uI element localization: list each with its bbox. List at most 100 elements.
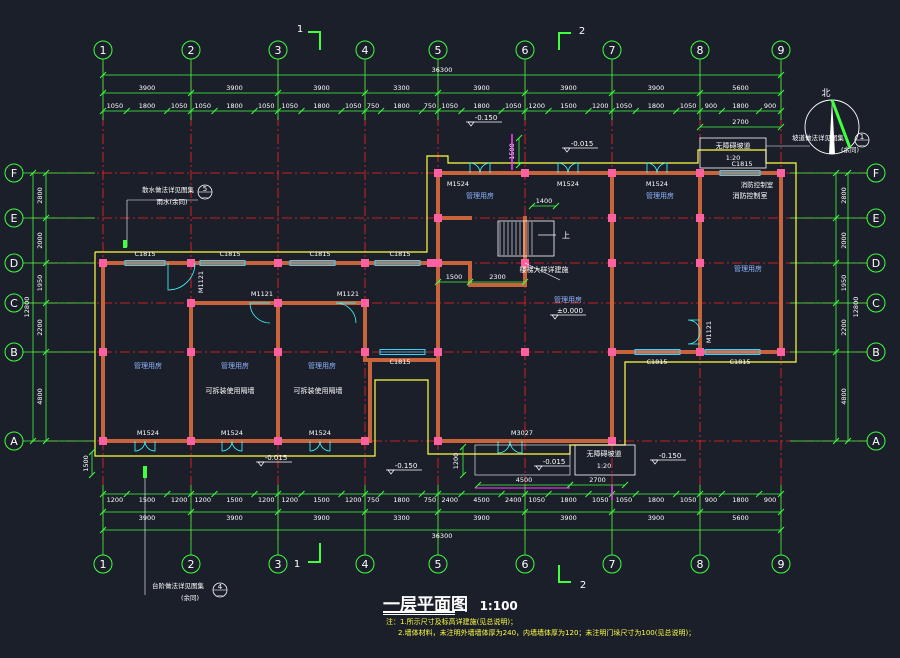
section-top-1 bbox=[308, 31, 321, 50]
dim-bottom-mid-tick-5 bbox=[521, 508, 529, 516]
ramp-bottom-label: 无障碍坡道 bbox=[587, 449, 622, 458]
dim-bottom-mid-tick-2 bbox=[274, 508, 282, 516]
level-5-text: -0.015 bbox=[543, 458, 566, 466]
ramp-top-label: 无障碍坡道 bbox=[716, 141, 751, 150]
dim-inner-2700b-tick-1 bbox=[621, 481, 629, 489]
callout-right-text: 坡道做法详见图集 bbox=[792, 133, 845, 142]
dim-top-mid-text-1: 3900 bbox=[226, 84, 243, 92]
dim-bottom-mid-text-3: 3300 bbox=[393, 514, 410, 522]
door-5-leaf-r bbox=[319, 440, 331, 452]
dim-left-mid-tick-3 bbox=[42, 299, 50, 307]
callout-right-sheet: — bbox=[859, 142, 865, 149]
axis-label-left-B: B bbox=[10, 346, 18, 359]
dim-bottom-small-text-1: 1500 bbox=[139, 496, 156, 504]
door-single-2 bbox=[249, 302, 271, 324]
dim-bottom-small-text-3: 1200 bbox=[194, 496, 211, 504]
dim-top-mid-tick-4 bbox=[434, 89, 442, 97]
door-label-6: M3027 bbox=[511, 429, 533, 437]
column-2 bbox=[274, 259, 282, 267]
dim-top-total-tick-0 bbox=[99, 71, 107, 79]
dim-inner-2700b-text-0: 2700 bbox=[589, 476, 606, 484]
dim-bottom-small-text-18: 1050 bbox=[616, 496, 633, 504]
dim-bottom-small-text-6: 1200 bbox=[281, 496, 298, 504]
door-2-leaf-r bbox=[656, 162, 668, 174]
window-label-6: C1815 bbox=[729, 358, 750, 366]
dim-bottom-small-text-17: 1050 bbox=[592, 496, 609, 504]
dim-inner-4500-tick-0 bbox=[474, 481, 482, 489]
dim-top-mid-tick-0 bbox=[99, 89, 107, 97]
door-1-leaf-r bbox=[567, 162, 579, 174]
dim-top-small-tick-5 bbox=[251, 107, 258, 115]
column-34 bbox=[361, 299, 369, 307]
dim-top-small-tick-23 bbox=[755, 107, 763, 115]
dim-top-small-text-6: 1050 bbox=[281, 102, 298, 110]
dim-bottom-small-tick-8 bbox=[338, 490, 345, 498]
axis-label-right-D: D bbox=[872, 257, 880, 270]
dim-bottom-small-tick-17 bbox=[585, 490, 592, 498]
column-7 bbox=[274, 348, 282, 356]
dim-bottom-small-text-16: 1800 bbox=[560, 496, 577, 504]
dim-bottom-small-text-13: 4500 bbox=[473, 496, 490, 504]
dim-bottom-mid-text-4: 3900 bbox=[473, 514, 490, 522]
column-15 bbox=[608, 169, 616, 177]
callout-bottom-text: 台阶做法详见图集 bbox=[152, 581, 205, 590]
axis-label-top-3: 3 bbox=[275, 44, 282, 57]
level-6-mark bbox=[551, 314, 559, 320]
dim-top-mid-tick-7 bbox=[696, 89, 704, 97]
column-9 bbox=[99, 437, 107, 445]
window-label-1: C1815 bbox=[219, 250, 240, 258]
window-label-7: C1815 bbox=[731, 160, 752, 168]
callout-left-marker bbox=[123, 240, 127, 248]
column-1 bbox=[187, 259, 195, 267]
dim-top-small-tick-11 bbox=[418, 107, 426, 115]
dim-right-mid-tick-0 bbox=[832, 169, 840, 177]
dim-inner-1500-tick-1 bbox=[515, 161, 523, 169]
dim-inner-4500-tick-1 bbox=[566, 481, 574, 489]
dim-top-small-text-13: 1800 bbox=[473, 102, 490, 110]
dim-right-mid-tick-2 bbox=[832, 259, 840, 267]
dim-top-small-text-7: 1800 bbox=[313, 102, 330, 110]
dim-top-mid-text-2: 3900 bbox=[313, 84, 330, 92]
column-12 bbox=[361, 437, 369, 445]
window-label-2: C1815 bbox=[309, 250, 330, 258]
dim-left-mid-tick-4 bbox=[42, 348, 50, 356]
callout-left-num: 5 bbox=[203, 185, 207, 193]
dim-top-small-text-5: 1050 bbox=[258, 102, 275, 110]
axis-label-left-D: D bbox=[10, 257, 18, 270]
door-label-0: M1524 bbox=[447, 180, 469, 188]
dim-bottom-total-text-0: 36300 bbox=[432, 532, 453, 540]
callout-left-sub: 雨水(余同) bbox=[156, 197, 187, 206]
dim-top-small-tick-22 bbox=[718, 107, 726, 115]
dim-bottom-small-text-0: 1200 bbox=[107, 496, 124, 504]
dim-top-small-tick-12 bbox=[434, 107, 442, 115]
dim-top-small-tick-21 bbox=[696, 107, 704, 115]
dim-right-total-tick-1 bbox=[844, 437, 852, 445]
dim-top-mid-tick-1 bbox=[187, 89, 195, 97]
notes-block: 注：1.所示尺寸及标高详建施(见总说明)； 2.墙体材料，未注明外墙墙体厚为24… bbox=[386, 617, 695, 639]
dim-inner-1400-tick-1 bbox=[552, 202, 560, 210]
dim-top-small-text-17: 1200 bbox=[592, 102, 609, 110]
dim-left-mid-text-1: 2000 bbox=[36, 232, 44, 249]
level-3-text: -0.015 bbox=[571, 140, 594, 148]
dim-top-mid-tick-5 bbox=[521, 89, 529, 97]
dim-top-small-text-2: 1050 bbox=[171, 102, 188, 110]
dim-inner-ramp-tick-1 bbox=[777, 123, 785, 131]
dim-bottom-small-text-19: 1800 bbox=[648, 496, 665, 504]
dim-top-mid-text-7: 5600 bbox=[732, 84, 749, 92]
room-label-1: 管理用房 bbox=[221, 361, 249, 370]
dim-bottom-small-tick-16 bbox=[545, 490, 552, 498]
dim-left-mid-text-0: 2800 bbox=[36, 187, 44, 204]
dim-bottom-mid-text-1: 3900 bbox=[226, 514, 243, 522]
dim-bottom-small-text-23: 900 bbox=[764, 496, 776, 504]
dim-bottom-small-text-5: 1200 bbox=[258, 496, 275, 504]
axis-label-bottom-2: 2 bbox=[188, 558, 195, 571]
window-label-4: C1815 bbox=[389, 358, 410, 366]
callout-left-text: 散水做法详见图集 bbox=[142, 185, 195, 194]
dim-bottom-small-tick-11 bbox=[418, 490, 426, 498]
dim-top-small-tick-18 bbox=[608, 107, 616, 115]
dim-inner-1200-tick-0 bbox=[459, 443, 467, 451]
door-single-1 bbox=[167, 262, 196, 291]
dim-bottom-small-tick-1 bbox=[123, 490, 131, 498]
column-3 bbox=[361, 259, 369, 267]
